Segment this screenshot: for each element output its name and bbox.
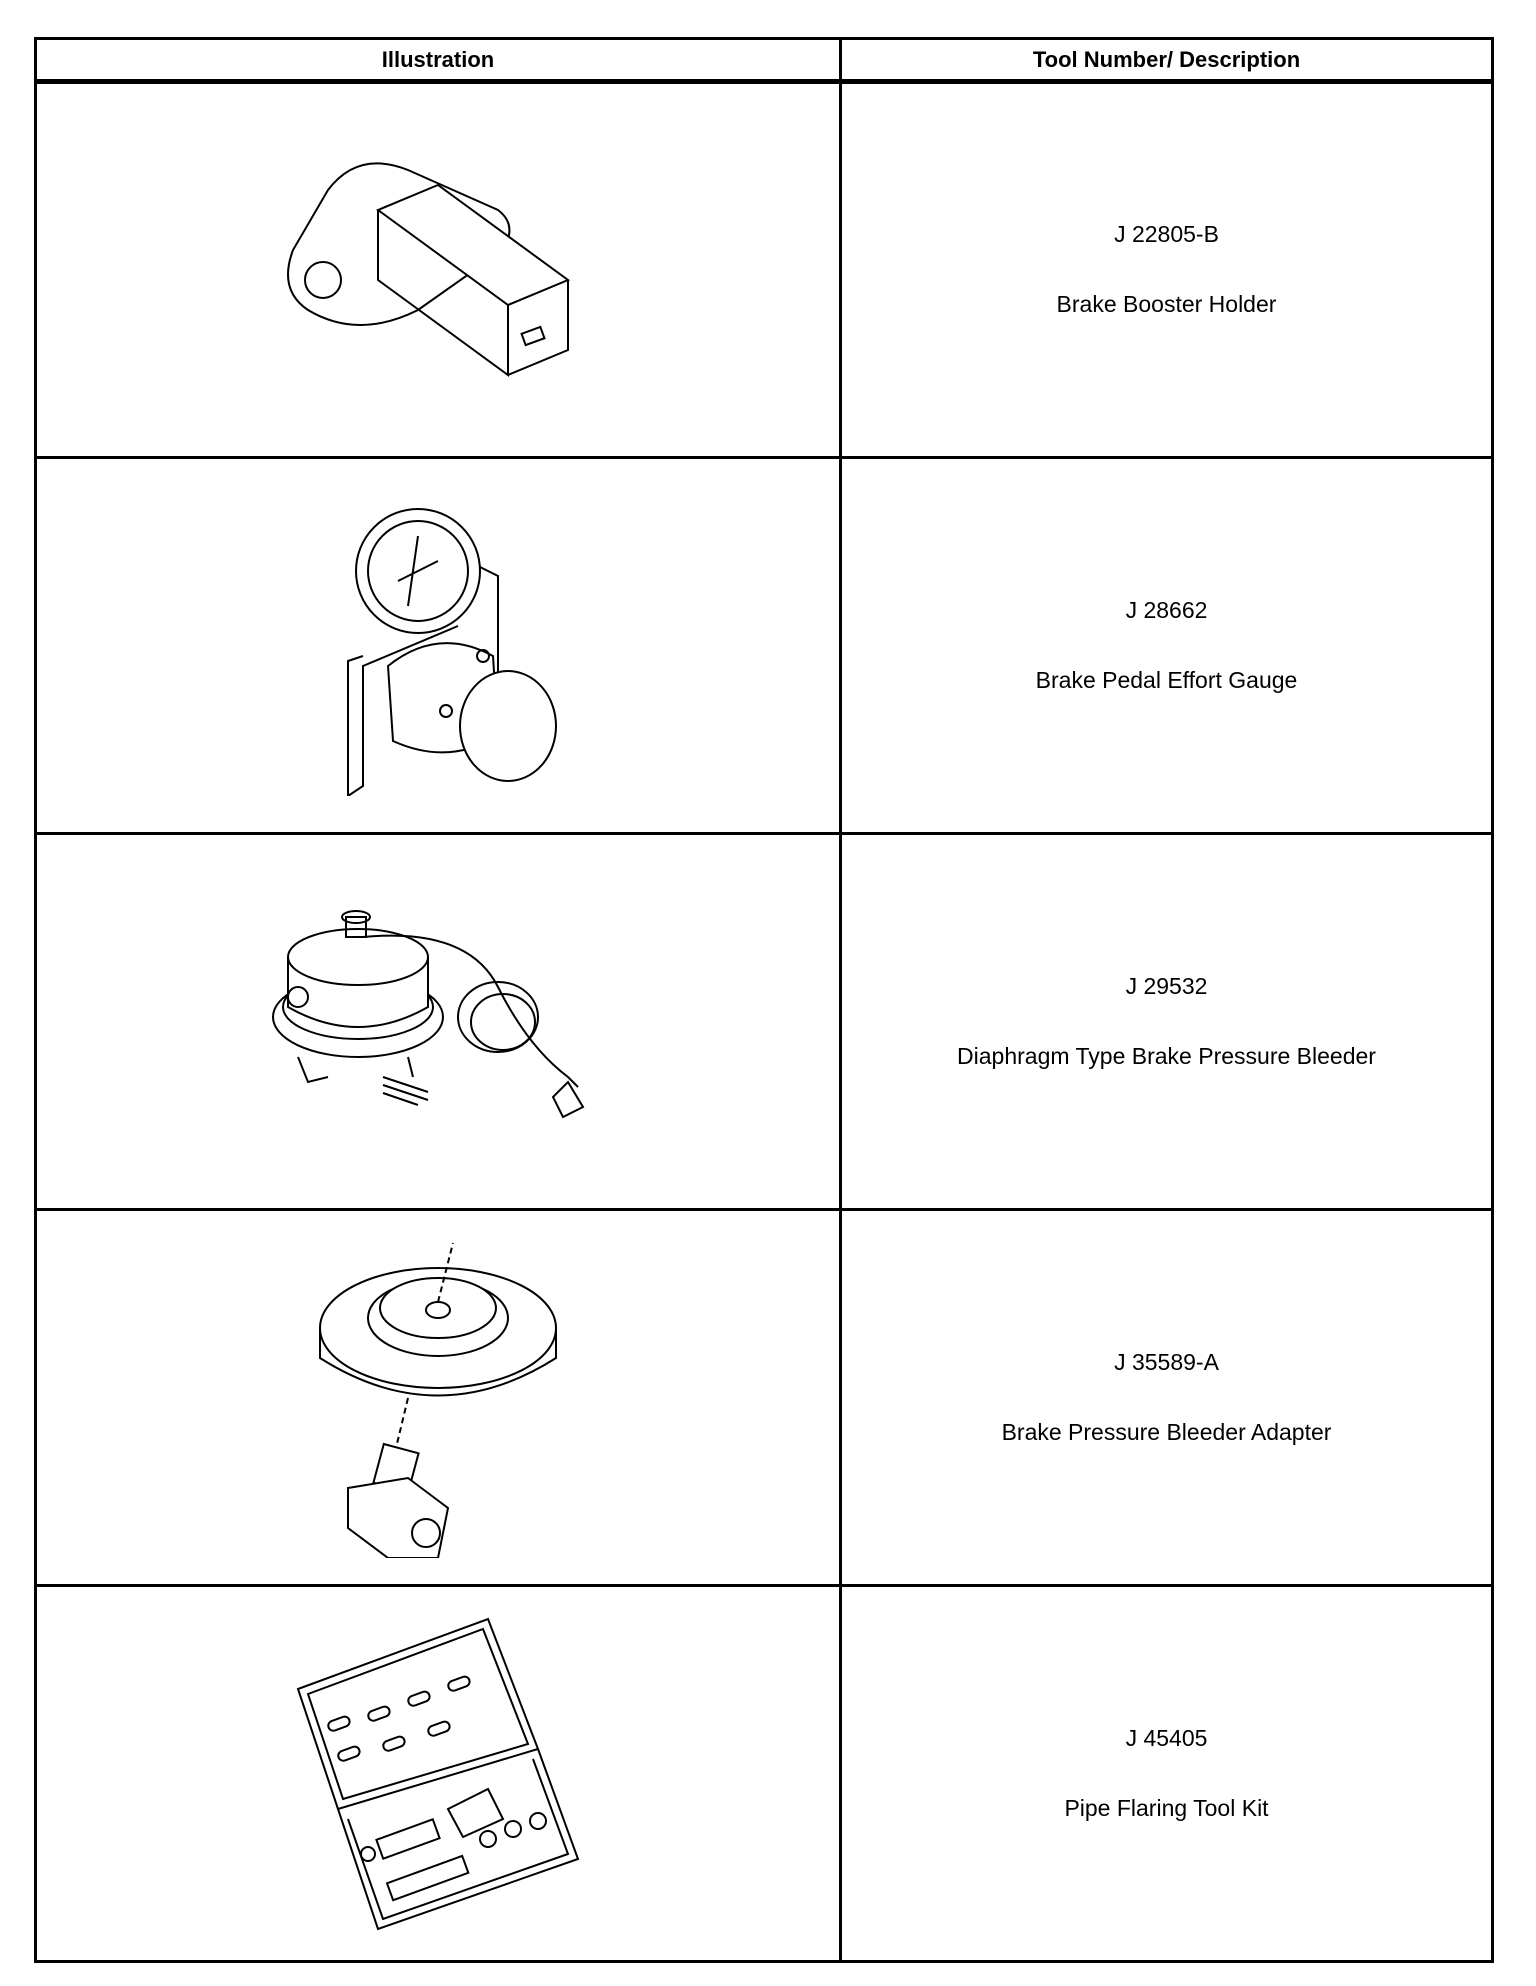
tool-description: Brake Booster Holder bbox=[1056, 291, 1277, 317]
illustration-cell bbox=[34, 80, 842, 459]
brake-pedal-effort-gauge-illustration bbox=[308, 496, 568, 796]
table-row: J 22805-B Brake Booster Holder bbox=[34, 80, 1494, 459]
pipe-flaring-kit-illustration bbox=[288, 1609, 588, 1939]
tool-header: Tool Number/ Description bbox=[839, 37, 1494, 84]
tool-number: J 28662 bbox=[1125, 596, 1208, 623]
tool-info-cell: J 35589-A Brake Pressure Bleeder Adapter bbox=[839, 1208, 1494, 1587]
tool-description: Brake Pedal Effort Gauge bbox=[1035, 666, 1298, 693]
tool-description: Diaphragm Type Brake Pressure Bleeder bbox=[957, 1042, 1376, 1069]
diaphragm-bleeder-illustration bbox=[268, 907, 608, 1137]
tool-info-cell: J 29532 Diaphragm Type Brake Pressure Bl… bbox=[839, 832, 1494, 1211]
illustration-cell bbox=[34, 1584, 842, 1963]
table-row: J 29532 Diaphragm Type Brake Pressure Bl… bbox=[34, 832, 1494, 1211]
table-row: J 35589-A Brake Pressure Bleeder Adapter bbox=[34, 1208, 1494, 1587]
tool-number: J 29532 bbox=[1125, 972, 1208, 999]
tool-info-cell: J 22805-B Brake Booster Holder bbox=[839, 80, 1494, 459]
tool-info-cell: J 28662 Brake Pedal Effort Gauge bbox=[839, 456, 1494, 835]
illustration-cell bbox=[34, 1208, 842, 1587]
brake-booster-holder-illustration bbox=[268, 130, 608, 410]
tool-info-cell: J 45405 Pipe Flaring Tool Kit bbox=[839, 1584, 1494, 1963]
table-row: J 45405 Pipe Flaring Tool Kit bbox=[34, 1584, 1494, 1963]
tool-number: J 35589-A bbox=[1114, 1348, 1219, 1375]
illustration-header: Illustration bbox=[34, 37, 842, 84]
tool-description: Pipe Flaring Tool Kit bbox=[1064, 1794, 1269, 1821]
tool-number: J 45405 bbox=[1125, 1724, 1208, 1751]
tool-number: J 22805-B bbox=[1114, 221, 1219, 248]
illustration-cell bbox=[34, 456, 842, 835]
header-row: Illustration Tool Number/ Description bbox=[34, 37, 1494, 84]
table-row: J 28662 Brake Pedal Effort Gauge bbox=[34, 456, 1494, 835]
bleeder-adapter-illustration bbox=[308, 1238, 568, 1558]
tool-description: Brake Pressure Bleeder Adapter bbox=[1001, 1418, 1332, 1445]
special-tools-table: Illustration Tool Number/ Description J … bbox=[34, 37, 1494, 1963]
illustration-cell bbox=[34, 832, 842, 1211]
